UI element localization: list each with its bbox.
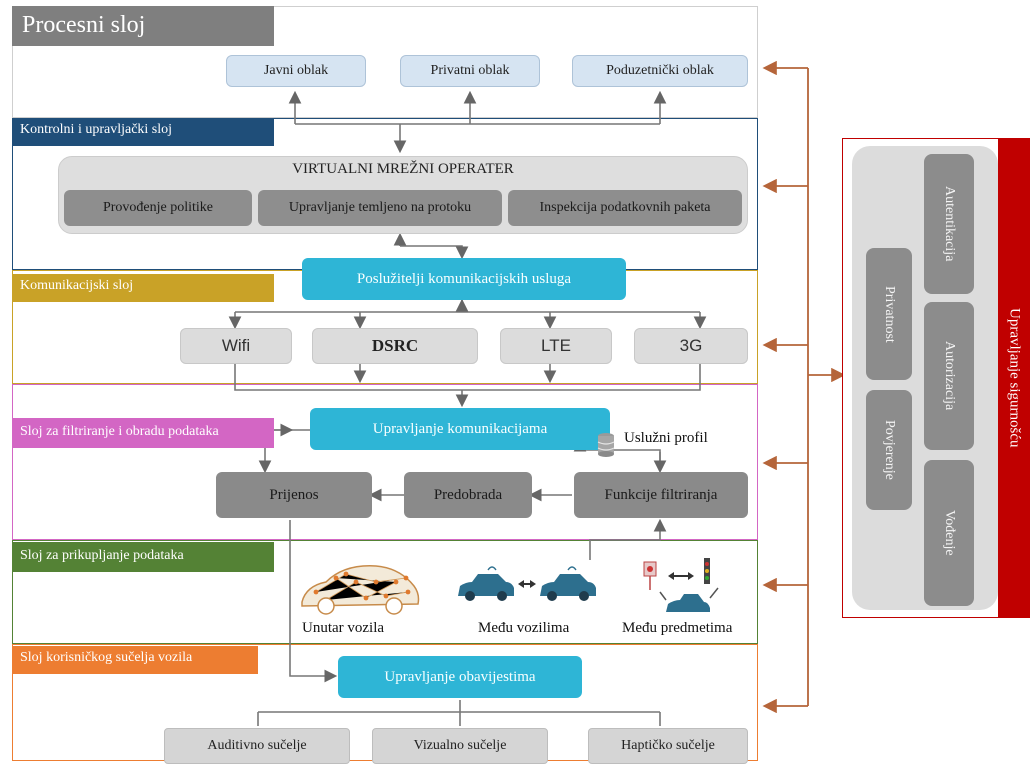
- collection-layer-title: Sloj za prikupljanje podataka: [12, 542, 274, 572]
- control-layer-title: Kontrolni i upravljački sloj: [12, 118, 274, 146]
- process-layer-frame: [12, 6, 758, 118]
- database-icon: [597, 432, 615, 458]
- privacy-label: Privatnost: [882, 285, 897, 343]
- packet-inspection: Inspekcija podatkovnih paketa: [508, 190, 742, 226]
- network-dsrc: DSRC: [312, 328, 478, 364]
- security-bar: Upravljanje sigurnošću: [998, 138, 1030, 618]
- network-3g: 3G: [634, 328, 748, 364]
- governance-label: Vođenje: [942, 510, 957, 556]
- public-cloud: Javni oblak: [226, 55, 366, 87]
- transfer: Prijenos: [216, 472, 372, 518]
- authorization-box: Autorizacija: [924, 302, 974, 450]
- enterprise-cloud: Poduzetnički oblak: [572, 55, 748, 87]
- private-cloud: Privatni oblak: [400, 55, 540, 87]
- vehicle-to-object-icon: [640, 556, 730, 618]
- notification-management: Upravljanje obavijestima: [338, 656, 582, 698]
- filter-layer-frame: [12, 384, 758, 540]
- trust-box: Povjerenje: [866, 390, 912, 510]
- communication-servers: Poslužitelji komunikacijskih usluga: [302, 258, 626, 300]
- policy-enforcement: Provođenje politike: [64, 190, 252, 226]
- service-profile: Uslužni profil: [624, 430, 708, 446]
- vehicle-to-vehicle-icon: [456, 562, 598, 606]
- authorization-label: Autorizacija: [942, 341, 957, 411]
- authentication-box: Autentikacija: [924, 154, 974, 294]
- security-title: Upravljanje sigurnošću: [1006, 308, 1023, 448]
- communication-management: Upravljanje komunikacijama: [310, 408, 610, 450]
- filter-layer-title: Sloj za filtriranje i obradu podataka: [12, 418, 274, 448]
- operator-title: VIRTUALNI MREŽNI OPERATER: [292, 161, 514, 177]
- filter-functions: Funkcije filtriranja: [574, 472, 748, 518]
- network-lte: LTE: [500, 328, 612, 364]
- visual-interface: Vizualno sučelje: [372, 728, 548, 764]
- collection-layer-frame: [12, 540, 758, 644]
- network-wifi: Wifi: [180, 328, 292, 364]
- preprocessing: Predobrada: [404, 472, 532, 518]
- authentication-label: Autentikacija: [942, 186, 957, 262]
- in-vehicle-car-icon: [296, 552, 424, 622]
- haptic-interface: Haptičko sučelje: [588, 728, 748, 764]
- ui-layer-title: Sloj korisničkog sučelja vozila: [12, 646, 258, 674]
- between-vehicles-caption: Među vozilima: [478, 620, 570, 636]
- process-layer-title: Procesni sloj: [12, 6, 274, 46]
- trust-label: Povjerenje: [882, 420, 897, 480]
- in-vehicle-caption: Unutar vozila: [302, 620, 385, 636]
- privacy-box: Privatnost: [866, 248, 912, 380]
- governance-box: Vođenje: [924, 460, 974, 606]
- between-objects-caption: Među predmetima: [622, 620, 733, 636]
- communication-layer-title: Komunikacijski sloj: [12, 274, 274, 302]
- auditory-interface: Auditivno sučelje: [164, 728, 350, 764]
- flow-based-management: Upravljanje temljeno na protoku: [258, 190, 502, 226]
